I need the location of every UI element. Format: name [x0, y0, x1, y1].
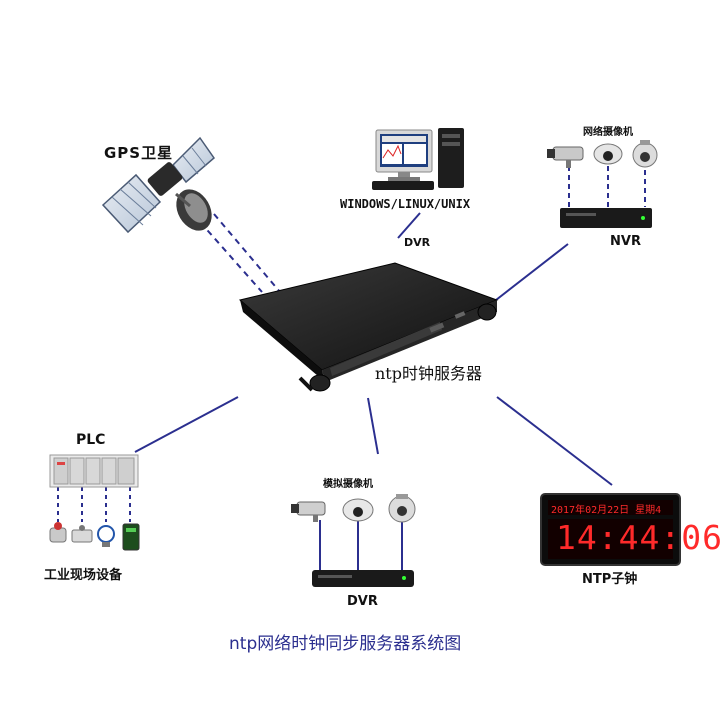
- diagram-canvas: [49, 128, 681, 587]
- field-device-2-icon: [71, 525, 93, 543]
- link-dvr: [367, 397, 379, 455]
- link-nvr: [495, 243, 569, 301]
- dvr-label: DVR: [347, 594, 378, 609]
- field-device-1-icon: [49, 522, 67, 543]
- link-plc: [134, 396, 239, 453]
- dvr-top-label: 模拟摄像机: [323, 479, 373, 490]
- system-diagram: GPS卫星 WINDOWS/LINUX/UNIX DVR 网络摄像机 NVR n…: [44, 127, 722, 654]
- computer-label: WINDOWS/LINUX/UNIX: [340, 197, 471, 211]
- ntp-server-icon: [238, 262, 499, 392]
- dvr-camera-1-icon: [291, 501, 326, 522]
- link-computer: [397, 212, 421, 239]
- field-device-4-icon: [122, 523, 140, 551]
- dvr-camera-2-icon: [342, 498, 374, 522]
- clock-label: NTP子钟: [582, 572, 638, 587]
- nvr-camera-1-icon: [547, 146, 584, 168]
- ntp-clock-icon: [540, 493, 681, 566]
- field-devices-label: 工业现场设备: [44, 568, 123, 583]
- plc-label: PLC: [76, 432, 106, 448]
- nvr-label: NVR: [610, 234, 641, 249]
- nvr-device-icon: [560, 208, 652, 228]
- field-device-3-icon: [97, 525, 115, 547]
- dvr-camera-3-icon: [388, 494, 416, 523]
- clock-time-display: 14:44:06: [556, 518, 723, 557]
- link-clock: [496, 396, 613, 486]
- gps-label: GPS卫星: [104, 144, 174, 162]
- computer-icon: [372, 128, 464, 190]
- link-gps-dash-2: [213, 213, 281, 293]
- nvr-top-label: 网络摄像机: [583, 127, 633, 138]
- gps-satellite-icon: [101, 136, 216, 234]
- plc-rack-icon: [49, 454, 139, 488]
- nvr-camera-2-icon: [593, 143, 623, 165]
- nvr-camera-3-icon: [632, 140, 658, 168]
- diagram-title: ntp网络时钟同步服务器系统图: [229, 634, 462, 654]
- clock-date-display: 2017年02月22日 星期4: [551, 505, 662, 516]
- server-label: ntp时钟服务器: [375, 364, 482, 383]
- dvr-device-icon: [312, 570, 414, 587]
- server-device-tag: DVR: [404, 236, 431, 249]
